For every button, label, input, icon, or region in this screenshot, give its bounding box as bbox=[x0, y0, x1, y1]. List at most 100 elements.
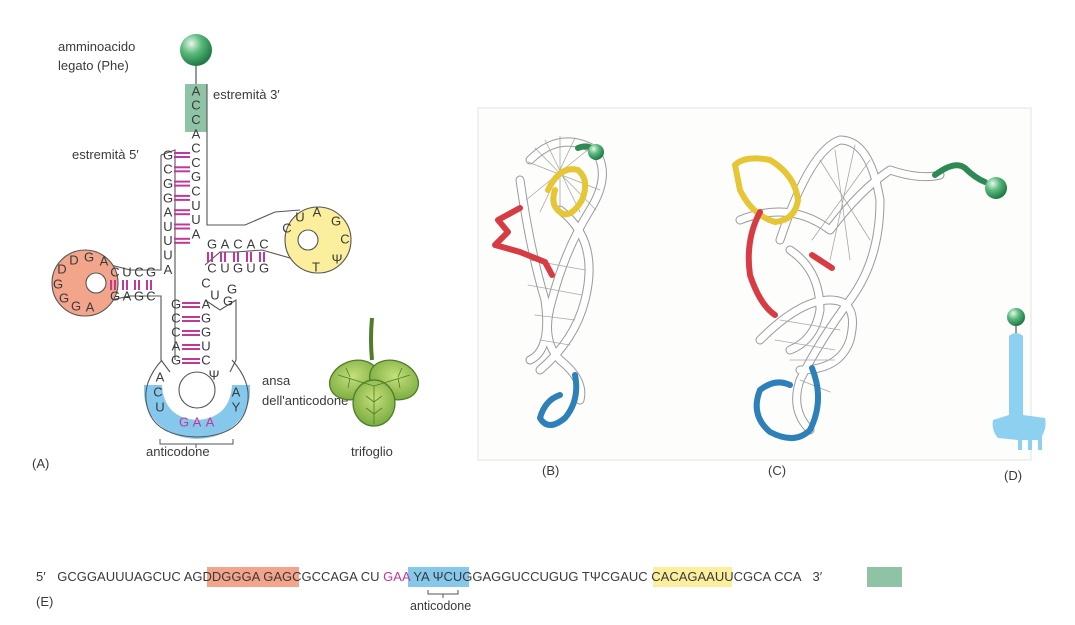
amino-acid-label-line2: legato (Phe) bbox=[58, 58, 129, 73]
ac-stem-nt: G bbox=[201, 324, 211, 339]
variable-loop-nt: G bbox=[223, 293, 233, 308]
t-stem-nt: A bbox=[247, 236, 256, 251]
stem5-nt: A bbox=[164, 205, 173, 220]
t-stem-nt: G bbox=[207, 236, 217, 251]
variable-loop-nt: C bbox=[201, 275, 210, 290]
d-loop-nt: G bbox=[71, 298, 81, 313]
stem5-nt: G bbox=[163, 147, 173, 162]
d-loop-hole bbox=[85, 272, 107, 294]
seq-part-4: CACAGAAUUCGCA bbox=[651, 569, 771, 584]
acceptor-nt: C bbox=[191, 141, 200, 156]
acceptor-nt: A bbox=[192, 83, 201, 98]
seq-ac-a: CU bbox=[361, 569, 380, 584]
panel-c-label: (C) bbox=[768, 463, 786, 478]
d-stem-nt: C bbox=[110, 264, 119, 279]
t-loop-hole bbox=[297, 229, 319, 251]
variable-loop-nt: G bbox=[227, 281, 237, 296]
t-loop-nt: C bbox=[282, 220, 291, 235]
ac-stem-nt: C bbox=[201, 352, 210, 367]
stem5-nt: U bbox=[163, 248, 172, 263]
sequence-line: 5′ GCGGAUUUAGCUC AGDDGGGA GAGCGCCAGA CU … bbox=[36, 569, 823, 584]
trefoil-label: trifoglio bbox=[351, 444, 393, 459]
backbone-outline bbox=[110, 84, 301, 373]
acceptor-nt: A bbox=[192, 126, 201, 141]
t-loop-nt: A bbox=[313, 204, 322, 219]
panel-d-schematic bbox=[992, 308, 1046, 450]
trefoil-stem bbox=[369, 317, 374, 361]
panel-e-sequence: 5′ GCGGAUUUAGCUC AGDDGGGA GAGCGCCAGA CU … bbox=[36, 567, 902, 613]
anticodon-bracket bbox=[159, 439, 234, 448]
seq-part-2: GAGCGCCAGA bbox=[263, 569, 358, 584]
ac-stem-nt: G bbox=[201, 310, 211, 325]
d-stem-nt: G bbox=[110, 288, 120, 303]
anticodon-nt: A bbox=[206, 414, 215, 429]
t-stem-nt: U bbox=[246, 260, 255, 275]
seq-highlight-anticodon bbox=[408, 567, 469, 587]
trefoil-illustration: trifoglio bbox=[328, 317, 420, 459]
d-stem-nt: U bbox=[122, 264, 131, 279]
d-loop-nt: A bbox=[86, 299, 95, 314]
t-stem-nt: G bbox=[259, 260, 269, 275]
ac-loop-nt: A bbox=[156, 369, 165, 384]
acceptor-nt: U bbox=[191, 212, 200, 227]
c-blue-ribbon bbox=[753, 365, 822, 441]
b-red-ribbon bbox=[492, 205, 555, 278]
t-stem-nt: A bbox=[221, 236, 230, 251]
anticodon-loop-label-line2: dell'anticodone bbox=[262, 393, 348, 408]
t-stem-nt: U bbox=[220, 260, 229, 275]
t-stem-nt: C bbox=[207, 260, 216, 275]
ac-loop-nt: Ψ bbox=[209, 367, 220, 382]
d-loop-nt: G bbox=[59, 290, 69, 305]
end5-label: estremità 5′ bbox=[72, 147, 139, 162]
t-loop-nt: T bbox=[312, 259, 320, 274]
seq-anticodon-label: anticodone bbox=[410, 599, 471, 613]
acceptor-end-box bbox=[185, 84, 207, 132]
end3-label: estremità 3′ bbox=[213, 87, 280, 102]
acceptor-nt: A bbox=[192, 226, 201, 241]
acceptor-nt: C bbox=[191, 98, 200, 113]
seq-anticodon: GAA bbox=[383, 569, 411, 584]
anticodon-nt: A bbox=[193, 414, 202, 429]
d-loop-nt: G bbox=[53, 276, 63, 291]
seq-highlight-cca bbox=[867, 567, 902, 587]
panel-b-ribbon-model bbox=[492, 135, 607, 428]
d-stem-nt: A bbox=[123, 288, 132, 303]
d-amino-acid-ball-icon bbox=[1007, 308, 1025, 326]
anticodon-nt: G bbox=[179, 414, 189, 429]
d-trna-shape bbox=[992, 333, 1046, 450]
amino-acid-ball-icon bbox=[180, 34, 212, 66]
d-stem-nt: C bbox=[146, 288, 155, 303]
seq-ac-c: YA bbox=[413, 569, 430, 584]
d-loop-nt: A bbox=[100, 253, 109, 268]
seq-t-loop: TΨCGAUC bbox=[582, 569, 648, 584]
leaf-veins bbox=[337, 367, 411, 424]
ac-loop-nt: U bbox=[155, 399, 164, 414]
ac-stem-nt: G bbox=[171, 352, 181, 367]
ac-stem-nt: A bbox=[202, 296, 211, 311]
panel-a-label: (A) bbox=[32, 456, 49, 471]
d-loop-nt: D bbox=[69, 252, 78, 267]
ac-stem-nt: U bbox=[201, 338, 210, 353]
stem5-nt: G bbox=[163, 190, 173, 205]
b-blue-ribbon bbox=[537, 372, 580, 428]
seq-3prime: 3′ bbox=[812, 569, 822, 584]
panel-b-label: (B) bbox=[542, 463, 559, 478]
amino-acid-label-line1: amminoacido bbox=[58, 39, 135, 54]
ac-loop-nt: C bbox=[153, 384, 162, 399]
ac-stem-nt: A bbox=[172, 338, 181, 353]
seq-anticodon-bracket bbox=[427, 590, 459, 598]
anticodon-loop-fill bbox=[144, 385, 250, 435]
panel-d-label: (D) bbox=[1004, 468, 1022, 483]
acceptor-nt: C bbox=[191, 112, 200, 127]
d-stem-nt: G bbox=[146, 264, 156, 279]
stem5-nt: U bbox=[163, 219, 172, 234]
anticodon-loop-label-line1: ansa bbox=[262, 373, 291, 388]
seq-cca: CCA bbox=[774, 569, 802, 584]
d-loop-nt: D bbox=[57, 261, 66, 276]
seq-part-1: GCGGAUUUAGCUC bbox=[57, 569, 181, 584]
anticodon-label: anticodone bbox=[146, 444, 210, 459]
t-stem-nt: G bbox=[233, 260, 243, 275]
d-loop-nt: G bbox=[84, 249, 94, 264]
